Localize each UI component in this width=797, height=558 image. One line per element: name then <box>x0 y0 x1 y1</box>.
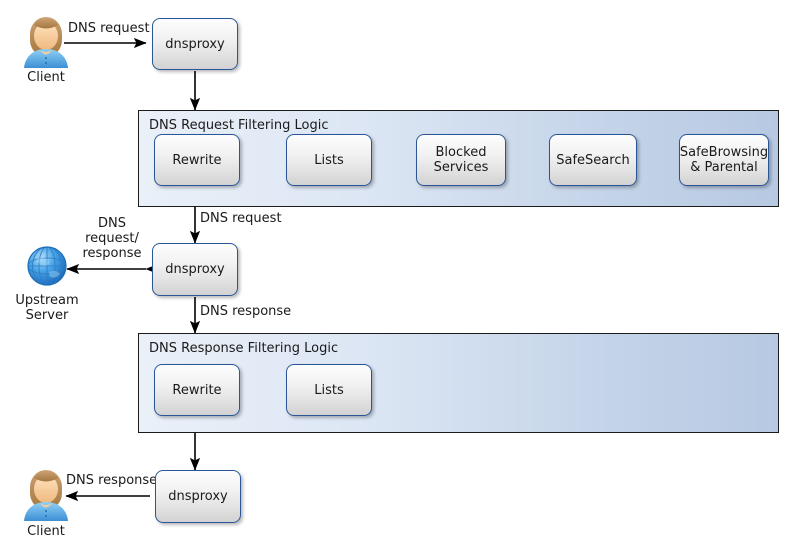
req-rewrite-box[interactable]: Rewrite <box>154 134 240 186</box>
dnsproxy-bottom-box[interactable]: dnsproxy <box>155 470 241 523</box>
dns-response-filtering-title: DNS Response Filtering Logic <box>149 341 339 356</box>
dns-request-filtering-title: DNS Request Filtering Logic <box>149 118 329 133</box>
resp-rewrite-box[interactable]: Rewrite <box>154 364 240 416</box>
req-blocked-services-box[interactable]: Blocked Services <box>416 134 506 186</box>
dnsproxy-top-box[interactable]: dnsproxy <box>152 18 238 70</box>
globe-icon <box>22 240 72 296</box>
resp-lists-box[interactable]: Lists <box>286 364 372 416</box>
dns-response-filtering-group: DNS Response Filtering Logic <box>138 333 779 433</box>
dnsproxy-mid-box[interactable]: dnsproxy <box>152 243 238 296</box>
req-safebrowsing-parental-box[interactable]: SafeBrowsing & Parental <box>679 134 769 186</box>
edge-label-dnsproxy-bottom-to-client: DNS response <box>66 473 158 488</box>
client-bottom-caption: Client <box>27 524 65 539</box>
req-lists-box[interactable]: Lists <box>286 134 372 186</box>
edge-label-client-to-dnsproxy-top: DNS request <box>68 21 150 36</box>
user-icon <box>18 12 74 74</box>
user-icon <box>18 465 74 527</box>
client-top-caption: Client <box>27 70 65 85</box>
edge-label-dnsproxy-mid-upstream: DNS request/ response <box>82 216 142 261</box>
upstream-server-caption: Upstream Server <box>15 293 79 323</box>
req-safesearch-box[interactable]: SafeSearch <box>549 134 637 186</box>
edge-label-dnsproxy-mid-to-response-filtering: DNS response <box>200 304 292 319</box>
edge-label-request-filtering-to-dnsproxy-mid: DNS request <box>200 211 282 226</box>
